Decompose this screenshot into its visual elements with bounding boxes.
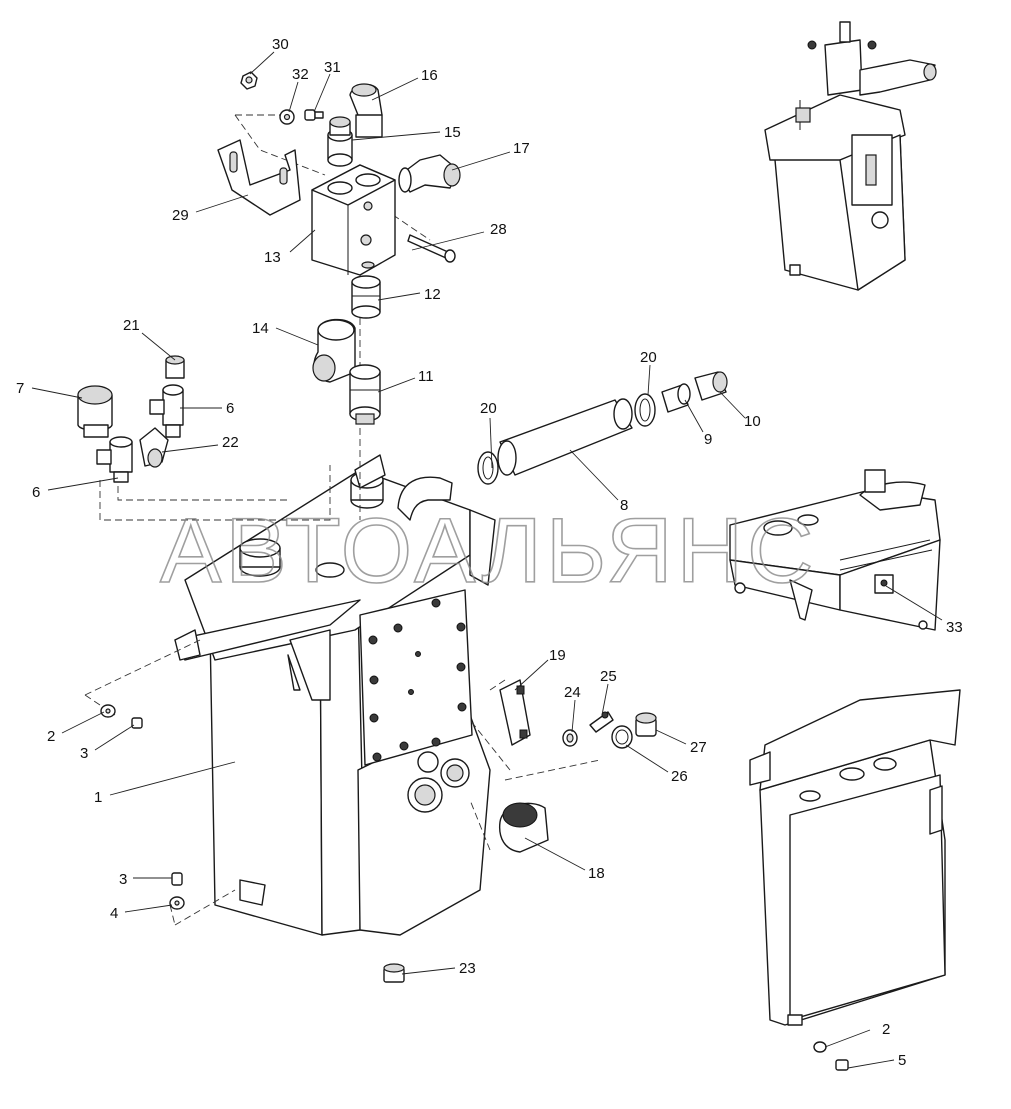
washer-2-left — [100, 704, 116, 718]
callout-15: 15 — [444, 124, 461, 141]
fitting-15 — [327, 116, 353, 167]
elbow-14 — [312, 318, 356, 383]
callout-20: 20 — [480, 400, 497, 417]
plate-bolts — [368, 598, 467, 762]
callout-28: 28 — [490, 221, 507, 238]
callout-22: 22 — [222, 434, 239, 451]
bolt-31 — [304, 109, 324, 121]
callout-5: 5 — [898, 1052, 906, 1069]
callout-26: 26 — [671, 768, 688, 785]
callout-8: 8 — [620, 497, 628, 514]
tee-6-upper — [149, 384, 184, 438]
valve-block — [311, 164, 396, 276]
washer-4 — [169, 896, 185, 910]
hose-8 — [497, 398, 633, 476]
callout-27: 27 — [690, 739, 707, 756]
bolt-28 — [407, 234, 456, 263]
callout-13: 13 — [264, 249, 281, 266]
bolt-3-lower — [171, 872, 183, 886]
callout-2: 2 — [47, 728, 55, 745]
watermark: АВТОАЛЬЯНС — [160, 500, 818, 602]
callout-4: 4 — [110, 905, 118, 922]
callout-9: 9 — [704, 431, 712, 448]
sight-glass-19 — [499, 679, 531, 746]
callout-2: 2 — [882, 1021, 890, 1038]
callout-24: 24 — [564, 684, 581, 701]
bracket-29 — [217, 139, 301, 216]
nut-21 — [165, 355, 185, 379]
clamp-20-upper — [634, 393, 656, 427]
callout-10: 10 — [744, 413, 761, 430]
callout-20: 20 — [640, 349, 657, 366]
elbow-18 — [498, 802, 549, 853]
callout-23: 23 — [459, 960, 476, 977]
fitting-11 — [349, 364, 381, 425]
callout-33: 33 — [946, 619, 963, 636]
plug-23 — [383, 963, 405, 983]
elbow-16 — [349, 83, 383, 138]
callout-21: 21 — [123, 317, 140, 334]
callout-32: 32 — [292, 66, 309, 83]
callout-12: 12 — [424, 286, 441, 303]
washer-24 — [562, 729, 578, 747]
callout-19: 19 — [549, 647, 566, 664]
callout-31: 31 — [324, 59, 341, 76]
callout-6: 6 — [226, 400, 234, 417]
callout-18: 18 — [588, 865, 605, 882]
fitting-12 — [351, 275, 381, 319]
callout-7: 7 — [16, 380, 24, 397]
callout-29: 29 — [172, 207, 189, 224]
callout-25: 25 — [600, 668, 617, 685]
callout-3: 3 — [119, 871, 127, 888]
elbow-17 — [398, 154, 461, 193]
tee-6-lower — [96, 436, 133, 483]
washer-26 — [611, 725, 633, 749]
assembled-view-top-right — [764, 21, 937, 291]
callout-6: 6 — [32, 484, 40, 501]
main-tank — [174, 454, 496, 936]
washer-32 — [279, 109, 295, 125]
elbow-22 — [139, 427, 169, 468]
sleeve-9 — [661, 383, 691, 413]
plug-27 — [635, 712, 657, 737]
tank-view-bottom-right — [749, 689, 961, 1071]
sensor-25 — [589, 711, 614, 733]
callout-3: 3 — [80, 745, 88, 762]
nut-30 — [240, 71, 258, 90]
callout-17: 17 — [513, 140, 530, 157]
fitting-10 — [694, 371, 728, 401]
callout-16: 16 — [421, 67, 438, 84]
callout-14: 14 — [252, 320, 269, 337]
bolt-3-left — [131, 717, 143, 729]
bracket-view-middle-right — [729, 469, 941, 631]
leader-lines — [31, 51, 943, 1069]
clamp-20-lower — [477, 451, 499, 485]
cap-7 — [77, 385, 113, 438]
callout-30: 30 — [272, 36, 289, 53]
callout-labels: 1 2 2 3 3 4 5 6 6 7 8 9 10 11 12 13 14 1… — [16, 36, 963, 1069]
callout-1: 1 — [94, 789, 102, 806]
callout-11: 11 — [418, 368, 434, 385]
